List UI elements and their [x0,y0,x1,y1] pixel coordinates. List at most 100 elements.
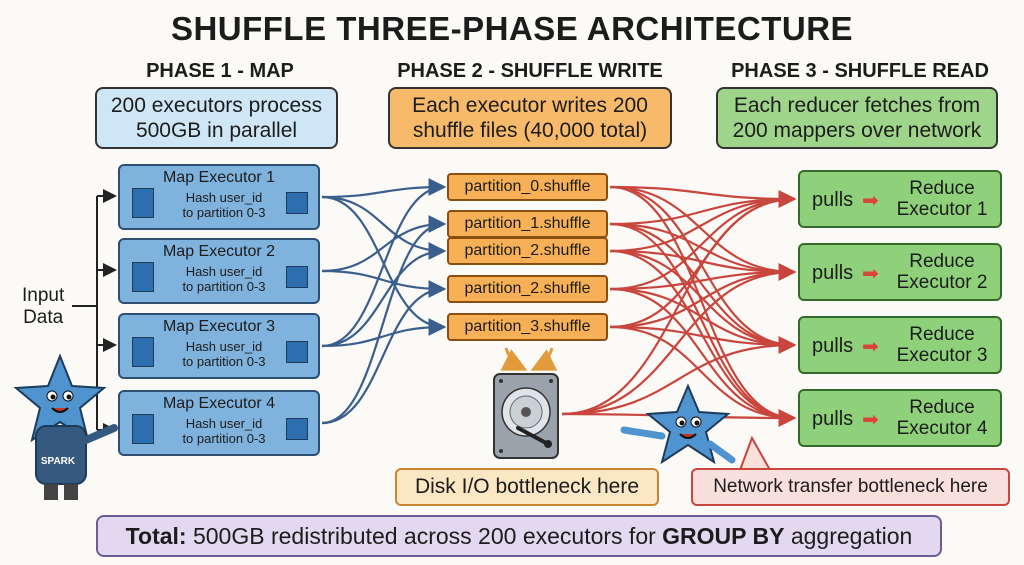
write-arrow [321,242,447,348]
detail-line: to partition 0-3 [182,354,266,369]
mascot-shirt-text: SPARK [41,456,76,467]
reducer-name-line: Executor 2 [896,272,988,293]
description-line: 500GB in parallel [135,119,298,142]
read-arrow [561,263,797,416]
pulls-label: pulls [812,262,854,284]
read-arrow [561,336,797,416]
summary-bold-keyword: GROUP BY [662,522,785,549]
description-line: 200 executors process [110,94,323,117]
write-arrow [321,178,447,199]
pulls-label: pulls [812,335,854,357]
input-label-line: Input [22,285,65,306]
shuffle-file-partition-2[interactable]: partition_2.shuffle [447,237,608,265]
shuffle-file-partition-2b[interactable]: partition_2.shuffle [447,275,608,303]
detail-line: to partition 0-3 [182,431,266,446]
read-arrow [561,190,797,416]
reducer-name-line: Reduce [909,324,975,345]
hard-disk-icon [493,373,559,459]
callout-pointer [738,435,772,471]
write-arrow [321,280,447,425]
reducer-name-line: Reduce [909,251,975,272]
phase-1-title: PHASE 1 - MAP [146,60,294,82]
read-arrow [609,325,797,427]
star-mascot-icon [13,353,118,500]
arrow-right-icon: ➡ [862,336,879,358]
write-arrow [321,269,447,298]
pulls-label: pulls [812,189,854,211]
map-executor-title: Map Executor 4 [162,395,276,412]
write-arrow [321,318,447,348]
shuffle-read-arrows [561,185,797,427]
detail-line: Hash user_id [185,190,263,205]
data-block-icon [286,418,308,440]
reducer-name-line: Reduce [909,178,975,199]
data-block-icon [132,414,154,444]
read-arrow [609,287,797,354]
star-mascot-icon [620,383,736,465]
read-arrow [609,287,797,427]
reducer-name-line: Executor 4 [896,418,988,439]
pulls-label: pulls [812,408,854,430]
read-arrow [609,249,797,427]
input-data-label: Input Data [22,285,64,329]
arrow-right-icon: ➡ [862,409,879,431]
shuffle-file-partition-0[interactable]: partition_0.shuffle [447,173,608,201]
page-title: SHUFFLE THREE-PHASE ARCHITECTURE [170,10,854,47]
arrow-right-icon: ➡ [862,190,879,212]
write-arrow [321,195,447,260]
description-line: Each executor writes 200 [412,94,648,117]
read-arrow [609,263,797,329]
detail-line: Hash user_id [185,264,263,279]
read-arrow [609,190,797,291]
network-bottleneck-callout: Network transfer bottleneck here [691,468,1010,506]
read-arrow [609,185,797,427]
read-arrow [609,325,797,354]
map-executor-title: Map Executor 3 [162,318,276,335]
reducer-name-line: Executor 1 [896,199,988,220]
summary-bold-label: Total: [125,522,187,549]
data-block-icon [132,262,154,292]
input-label-line: Data [23,307,64,328]
arrow-right-icon: ➡ [862,263,879,285]
disk-bottleneck-callout: Disk I/O bottleneck here [395,468,659,506]
shuffle-file-partition-3[interactable]: partition_3.shuffle [447,313,608,341]
read-arrow [609,222,797,281]
read-arrow [609,249,797,354]
summary-text: aggregation [784,522,913,549]
disk-write-arrows [500,347,558,371]
data-block-icon [286,266,308,288]
shuffle-file-partition-1[interactable]: partition_1.shuffle [447,210,608,238]
data-block-icon [286,192,308,214]
write-arrow [321,215,447,425]
detail-line: Hash user_id [185,339,263,354]
write-arrow [321,215,447,273]
description-line: shuffle files (40,000 total) [412,119,648,142]
shuffle-write-arrows [321,178,447,425]
read-arrow [609,222,797,354]
data-block-icon [132,188,154,218]
read-arrow [609,185,797,208]
summary-banner: Total: 500GB redistributed across 200 ex… [96,515,942,557]
read-arrow [609,263,797,291]
map-executor-title: Map Executor 1 [162,169,276,186]
read-arrow [609,222,797,427]
